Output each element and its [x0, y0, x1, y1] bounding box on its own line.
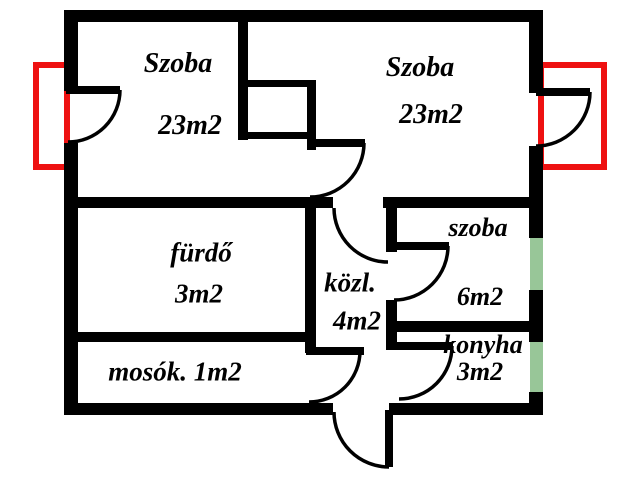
closet-right-wall: [307, 80, 316, 150]
closet-top-wall: [238, 80, 315, 87]
szoba-right-name: Szoba: [385, 52, 455, 83]
door-arc-entrance: [332, 411, 390, 469]
door-leaf-mosok: [306, 347, 364, 355]
door-leaf-balcony-right: [536, 88, 590, 96]
wall-right-mid2: [529, 290, 543, 342]
door-arc-szoba-right-to-kozl: [332, 207, 389, 264]
door-arc-konyha: [398, 345, 454, 401]
szoba-left-area: 23m2: [158, 110, 222, 141]
furdo-area: 3m2: [174, 278, 224, 309]
wall-kozl-left: [305, 197, 316, 353]
szoba-left-name: Szoba: [143, 48, 213, 79]
wall-kozl-right-upper: [386, 197, 397, 252]
door-arc-mosok: [308, 350, 362, 404]
door-leaf-balcony-left: [66, 86, 120, 94]
wall-left-upper: [64, 10, 78, 91]
kozl-area: 4m2: [332, 305, 382, 336]
door-arc-balcony-left: [67, 89, 122, 144]
wall-right-upper: [529, 10, 543, 93]
door-arc-szoba-to-szoba: [309, 142, 366, 199]
szoba-small-name: szoba: [448, 213, 508, 242]
szoba-small-area: 6m2: [456, 282, 504, 311]
wall-mid-horizontal-left: [64, 197, 333, 208]
closet-bottom-wall: [238, 132, 315, 139]
wall-furdo-mosok-divider: [64, 332, 316, 342]
balcony-left: [33, 62, 70, 170]
furdo-name: fürdő: [170, 237, 232, 268]
door-leaf-szoba-to-szoba: [307, 139, 365, 147]
szoba-right-area: 23m2: [399, 99, 463, 130]
wall-bottom-right: [389, 403, 533, 415]
wall-left-lower: [64, 143, 78, 415]
wall-between-szoba-rooms: [238, 10, 248, 140]
door-arc-balcony-right: [535, 91, 592, 148]
wall-bottom-left: [64, 403, 333, 415]
kozl-name: közl.: [324, 267, 376, 298]
window-szoba-small: [530, 238, 543, 290]
door-arc-szoba-small: [393, 245, 450, 302]
wall-top: [64, 10, 543, 22]
konyha-name: konyha: [443, 330, 523, 359]
wall-szoba-small-konyha-divider: [390, 321, 533, 332]
wall-right-mid1: [529, 146, 543, 238]
door-leaf-szoba-small: [392, 242, 449, 250]
door-leaf-konyha: [396, 342, 453, 350]
balcony-right: [538, 62, 607, 170]
wall-mid-horizontal-right: [383, 197, 533, 208]
window-konyha: [530, 342, 543, 392]
mosok-label: mosók. 1m2: [108, 356, 242, 387]
door-leaf-entrance: [385, 410, 393, 467]
konyha-area: 3m2: [456, 357, 504, 386]
